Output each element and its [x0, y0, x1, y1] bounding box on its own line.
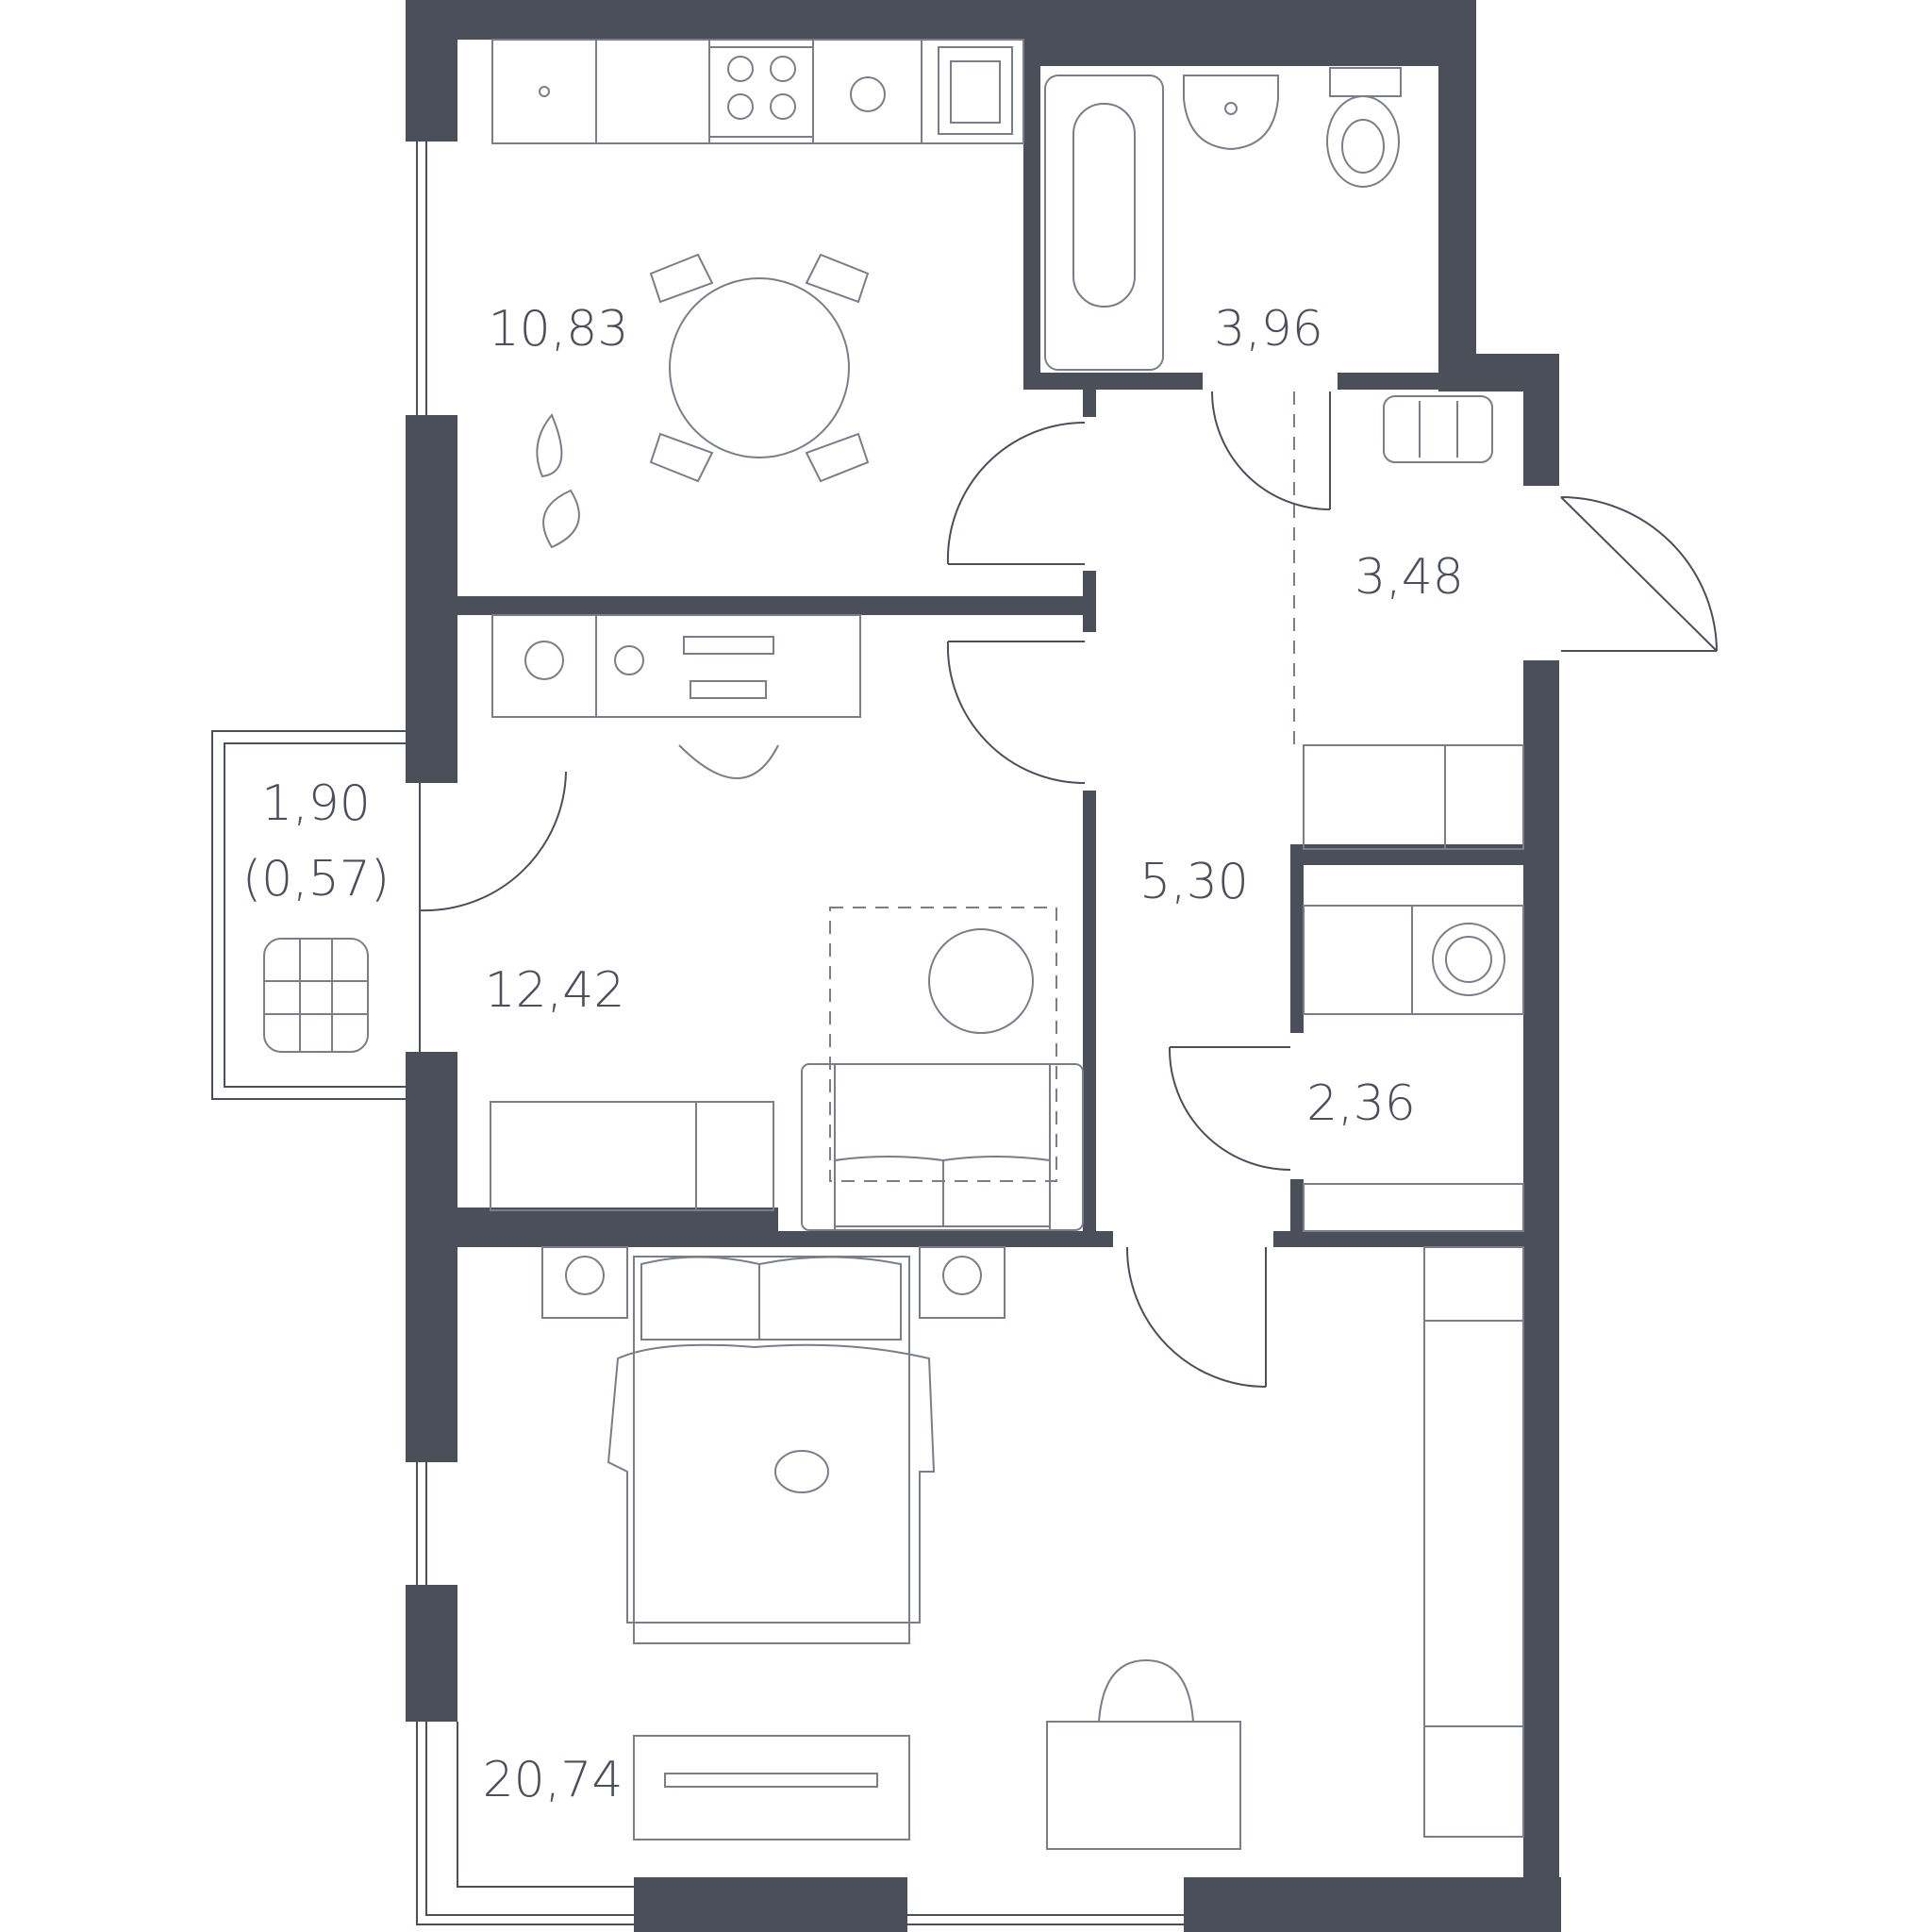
walls — [406, 0, 1561, 1932]
kitchen-furniture — [491, 39, 1024, 549]
hallway-furniture — [1303, 395, 1524, 1232]
balcony-furniture — [263, 938, 369, 1053]
living-room-area-label: 12,42 — [485, 962, 625, 1019]
bedroom-area-label: 20,74 — [483, 1752, 623, 1808]
hallway-entry-area-label: 3,48 — [1355, 549, 1464, 606]
bedroom-furniture — [541, 1246, 1524, 1850]
balcony-area-label: 1,90 — [261, 775, 371, 832]
living-furniture — [490, 614, 1084, 1231]
kitchen-area-label: 10,83 — [489, 301, 629, 358]
corridor-area-label: 5,30 — [1139, 854, 1249, 910]
balcony-reduced-area-label: (0,57) — [242, 851, 390, 908]
doors — [419, 391, 1718, 1388]
bathroom-area-label: 3,96 — [1214, 301, 1323, 358]
bathroom-furniture — [1044, 67, 1402, 371]
storage-area-label: 2,36 — [1306, 1075, 1416, 1132]
windows — [211, 13, 1441, 1925]
area-labels: 10,83 3,96 3,48 5,30 1,90 (0,57) 12,42 2… — [242, 301, 1464, 1808]
